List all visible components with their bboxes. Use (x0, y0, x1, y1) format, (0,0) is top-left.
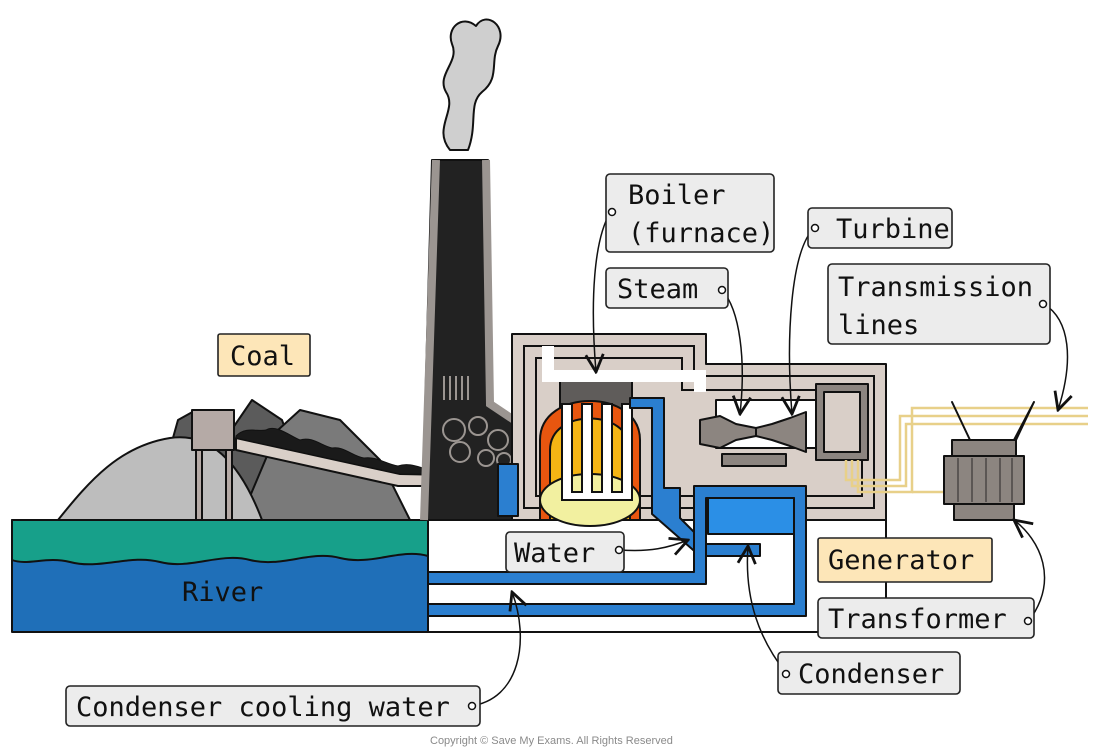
river (11, 519, 429, 633)
svg-text:Transmission: Transmission (838, 272, 1033, 303)
water-pipes (427, 397, 807, 617)
svg-text:Water: Water (514, 538, 595, 569)
steam-pipe (542, 346, 706, 392)
transformer (943, 401, 1035, 521)
svg-text:Boiler: Boiler (628, 180, 726, 211)
label-turbine: Turbine (807, 207, 953, 249)
svg-text:Steam: Steam (617, 274, 698, 305)
label-condenser-cooling-water: Condenser cooling water (65, 685, 481, 727)
label-boiler: Boiler (furnace) (605, 173, 775, 253)
svg-text:Condenser: Condenser (798, 659, 944, 690)
svg-text:lines: lines (838, 310, 919, 341)
condenser (707, 497, 795, 535)
svg-text:River: River (182, 577, 263, 608)
furnace (539, 400, 641, 527)
label-transformer: Transformer (817, 597, 1035, 639)
generator (815, 383, 869, 461)
svg-text:Generator: Generator (828, 545, 974, 576)
svg-text:Coal: Coal (230, 341, 295, 372)
label-coal: Coal (217, 333, 311, 377)
label-condenser: Condenser (777, 651, 961, 695)
label-river: River (182, 577, 263, 608)
label-transmission-lines: Transmission lines (827, 263, 1051, 345)
label-water: Water (505, 531, 625, 573)
label-generator: Generator (817, 537, 993, 583)
svg-text:Turbine: Turbine (836, 214, 950, 245)
svg-text:Condenser cooling water: Condenser cooling water (76, 692, 450, 723)
coal-hopper (191, 409, 235, 521)
svg-text:(furnace): (furnace) (628, 218, 774, 249)
copyright-text: Copyright © Save My Exams. All Rights Re… (430, 735, 673, 747)
transmission-cables (844, 406, 1088, 494)
chimney (420, 159, 523, 521)
label-steam: Steam (605, 267, 729, 309)
svg-text:Transformer: Transformer (828, 604, 1007, 635)
smoke (442, 18, 502, 151)
